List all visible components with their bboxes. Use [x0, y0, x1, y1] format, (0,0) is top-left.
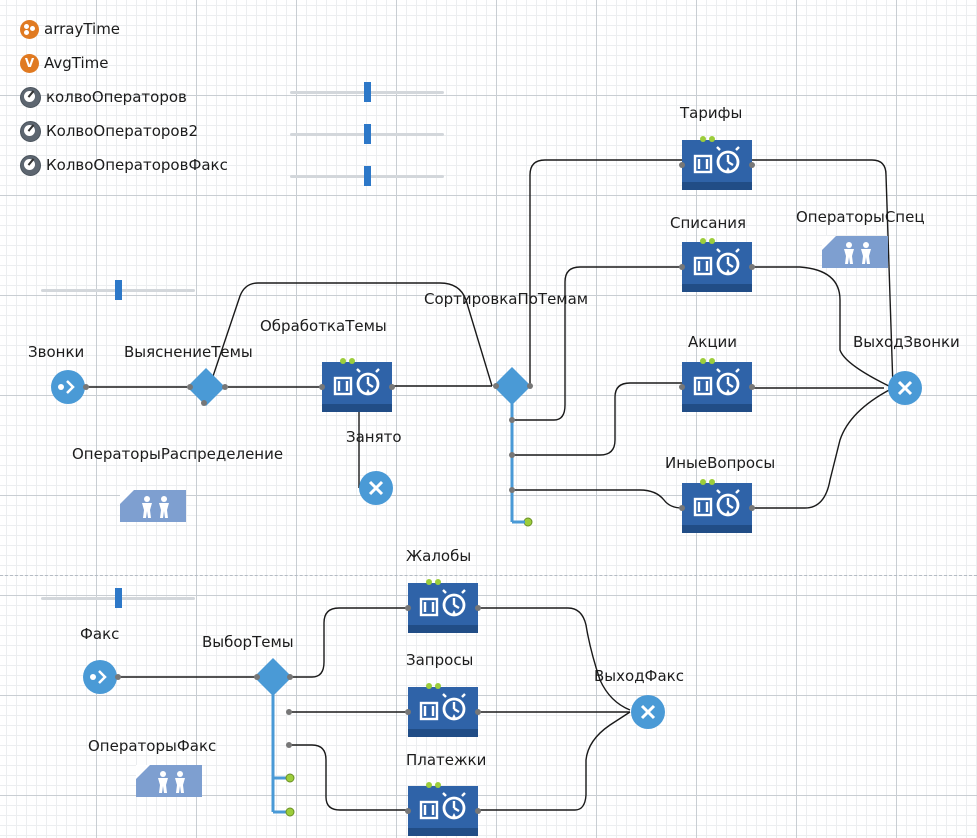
parameter-kolvo-operatorov2[interactable]: КолвоОператоров2 [20, 118, 198, 144]
label-operatory-raspredelenie: ОператорыРаспределение [72, 445, 284, 463]
label-platezhki: Платежки [406, 751, 487, 769]
parameter-icon [20, 120, 41, 142]
parameter-icon [20, 86, 41, 108]
slider-handle[interactable] [364, 124, 371, 144]
slider-kolvo-operatorov[interactable] [290, 82, 444, 102]
parameter-icon [20, 154, 41, 176]
label-tarify: Тарифы [680, 104, 743, 122]
variable-icon: V [20, 53, 39, 73]
label-inye-voprosy: ИныеВопросы [665, 454, 776, 472]
pool-operatory-raspredelenie [120, 490, 186, 522]
label-vybor-temy: ВыборТемы [202, 633, 294, 651]
select-output-vyyasnenie-temy [187, 368, 228, 406]
variable-label: arrayTime [44, 20, 121, 38]
label-zvonki: Звонки [28, 343, 85, 361]
label-sortirovka-po-temam: СортировкаПоТемам [424, 290, 589, 308]
variable-label: AvgTime [44, 54, 109, 72]
slider-fax[interactable] [41, 588, 195, 608]
label-vyyasnenie-temy: ВыяснениеТемы [124, 343, 253, 361]
service-obrabotka-temy [317, 356, 397, 414]
select-output-sortirovka [493, 367, 533, 405]
parameter-label: колвоОператоров [46, 88, 187, 106]
connector-lines-fax [118, 607, 631, 811]
parameter-label: КолвоОператоров2 [46, 122, 198, 140]
label-vykhod-zvonki: ВыходЗвонки [853, 333, 960, 351]
source-zvonki [49, 368, 91, 406]
parameter-kolvo-operatorov[interactable]: колвоОператоров [20, 84, 187, 110]
service-tarify [677, 134, 757, 192]
label-operatory-faks: ОператорыФакс [88, 737, 217, 755]
label-aktsii: Акции [688, 333, 738, 351]
sink-zanyato [357, 469, 395, 507]
slider-calls[interactable] [41, 280, 195, 300]
section-divider [0, 575, 977, 577]
label-obrabotka-temy: ОбработкаТемы [260, 317, 387, 335]
slider-handle[interactable] [115, 588, 122, 608]
label-operatory-spets: ОператорыСпец [796, 208, 925, 226]
sink-vykhod-faks [629, 693, 667, 731]
slider-handle[interactable] [115, 280, 122, 300]
service-spisaniya [677, 236, 757, 294]
slider-kolvo-operatorov-faks[interactable] [290, 166, 444, 186]
array-icon [20, 19, 39, 39]
label-faks: Факс [80, 625, 120, 643]
service-zaprosy [403, 681, 483, 739]
service-aktsii [677, 356, 757, 414]
label-zanyato: Занято [346, 428, 402, 446]
pool-operatory-spets [822, 236, 888, 268]
service-inye-voprosy [677, 477, 757, 535]
variable-avgtime[interactable]: V AvgTime [20, 50, 109, 76]
source-faks [81, 658, 123, 696]
parameter-kolvo-operatorov-faks[interactable]: КолвоОператоровФакс [20, 152, 228, 178]
sink-vykhod-zvonki [886, 369, 924, 407]
slider-kolvo-operatorov2[interactable] [290, 124, 444, 144]
label-spisaniya: Списания [670, 214, 747, 232]
pool-operatory-faks [136, 765, 202, 797]
select-output-ports [273, 417, 533, 817]
slider-handle[interactable] [364, 82, 371, 102]
label-zaprosy: Запросы [406, 651, 474, 669]
label-vykhod-faks: ВыходФакс [594, 667, 684, 685]
service-platezhki [403, 780, 483, 838]
parameter-label: КолвоОператоровФакс [46, 156, 228, 174]
label-zhaloby: Жалобы [406, 547, 472, 565]
slider-handle[interactable] [364, 166, 371, 186]
service-zhaloby [403, 577, 483, 635]
variable-arraytime[interactable]: arrayTime [20, 16, 120, 42]
select-output-vybor-temy [254, 658, 293, 696]
